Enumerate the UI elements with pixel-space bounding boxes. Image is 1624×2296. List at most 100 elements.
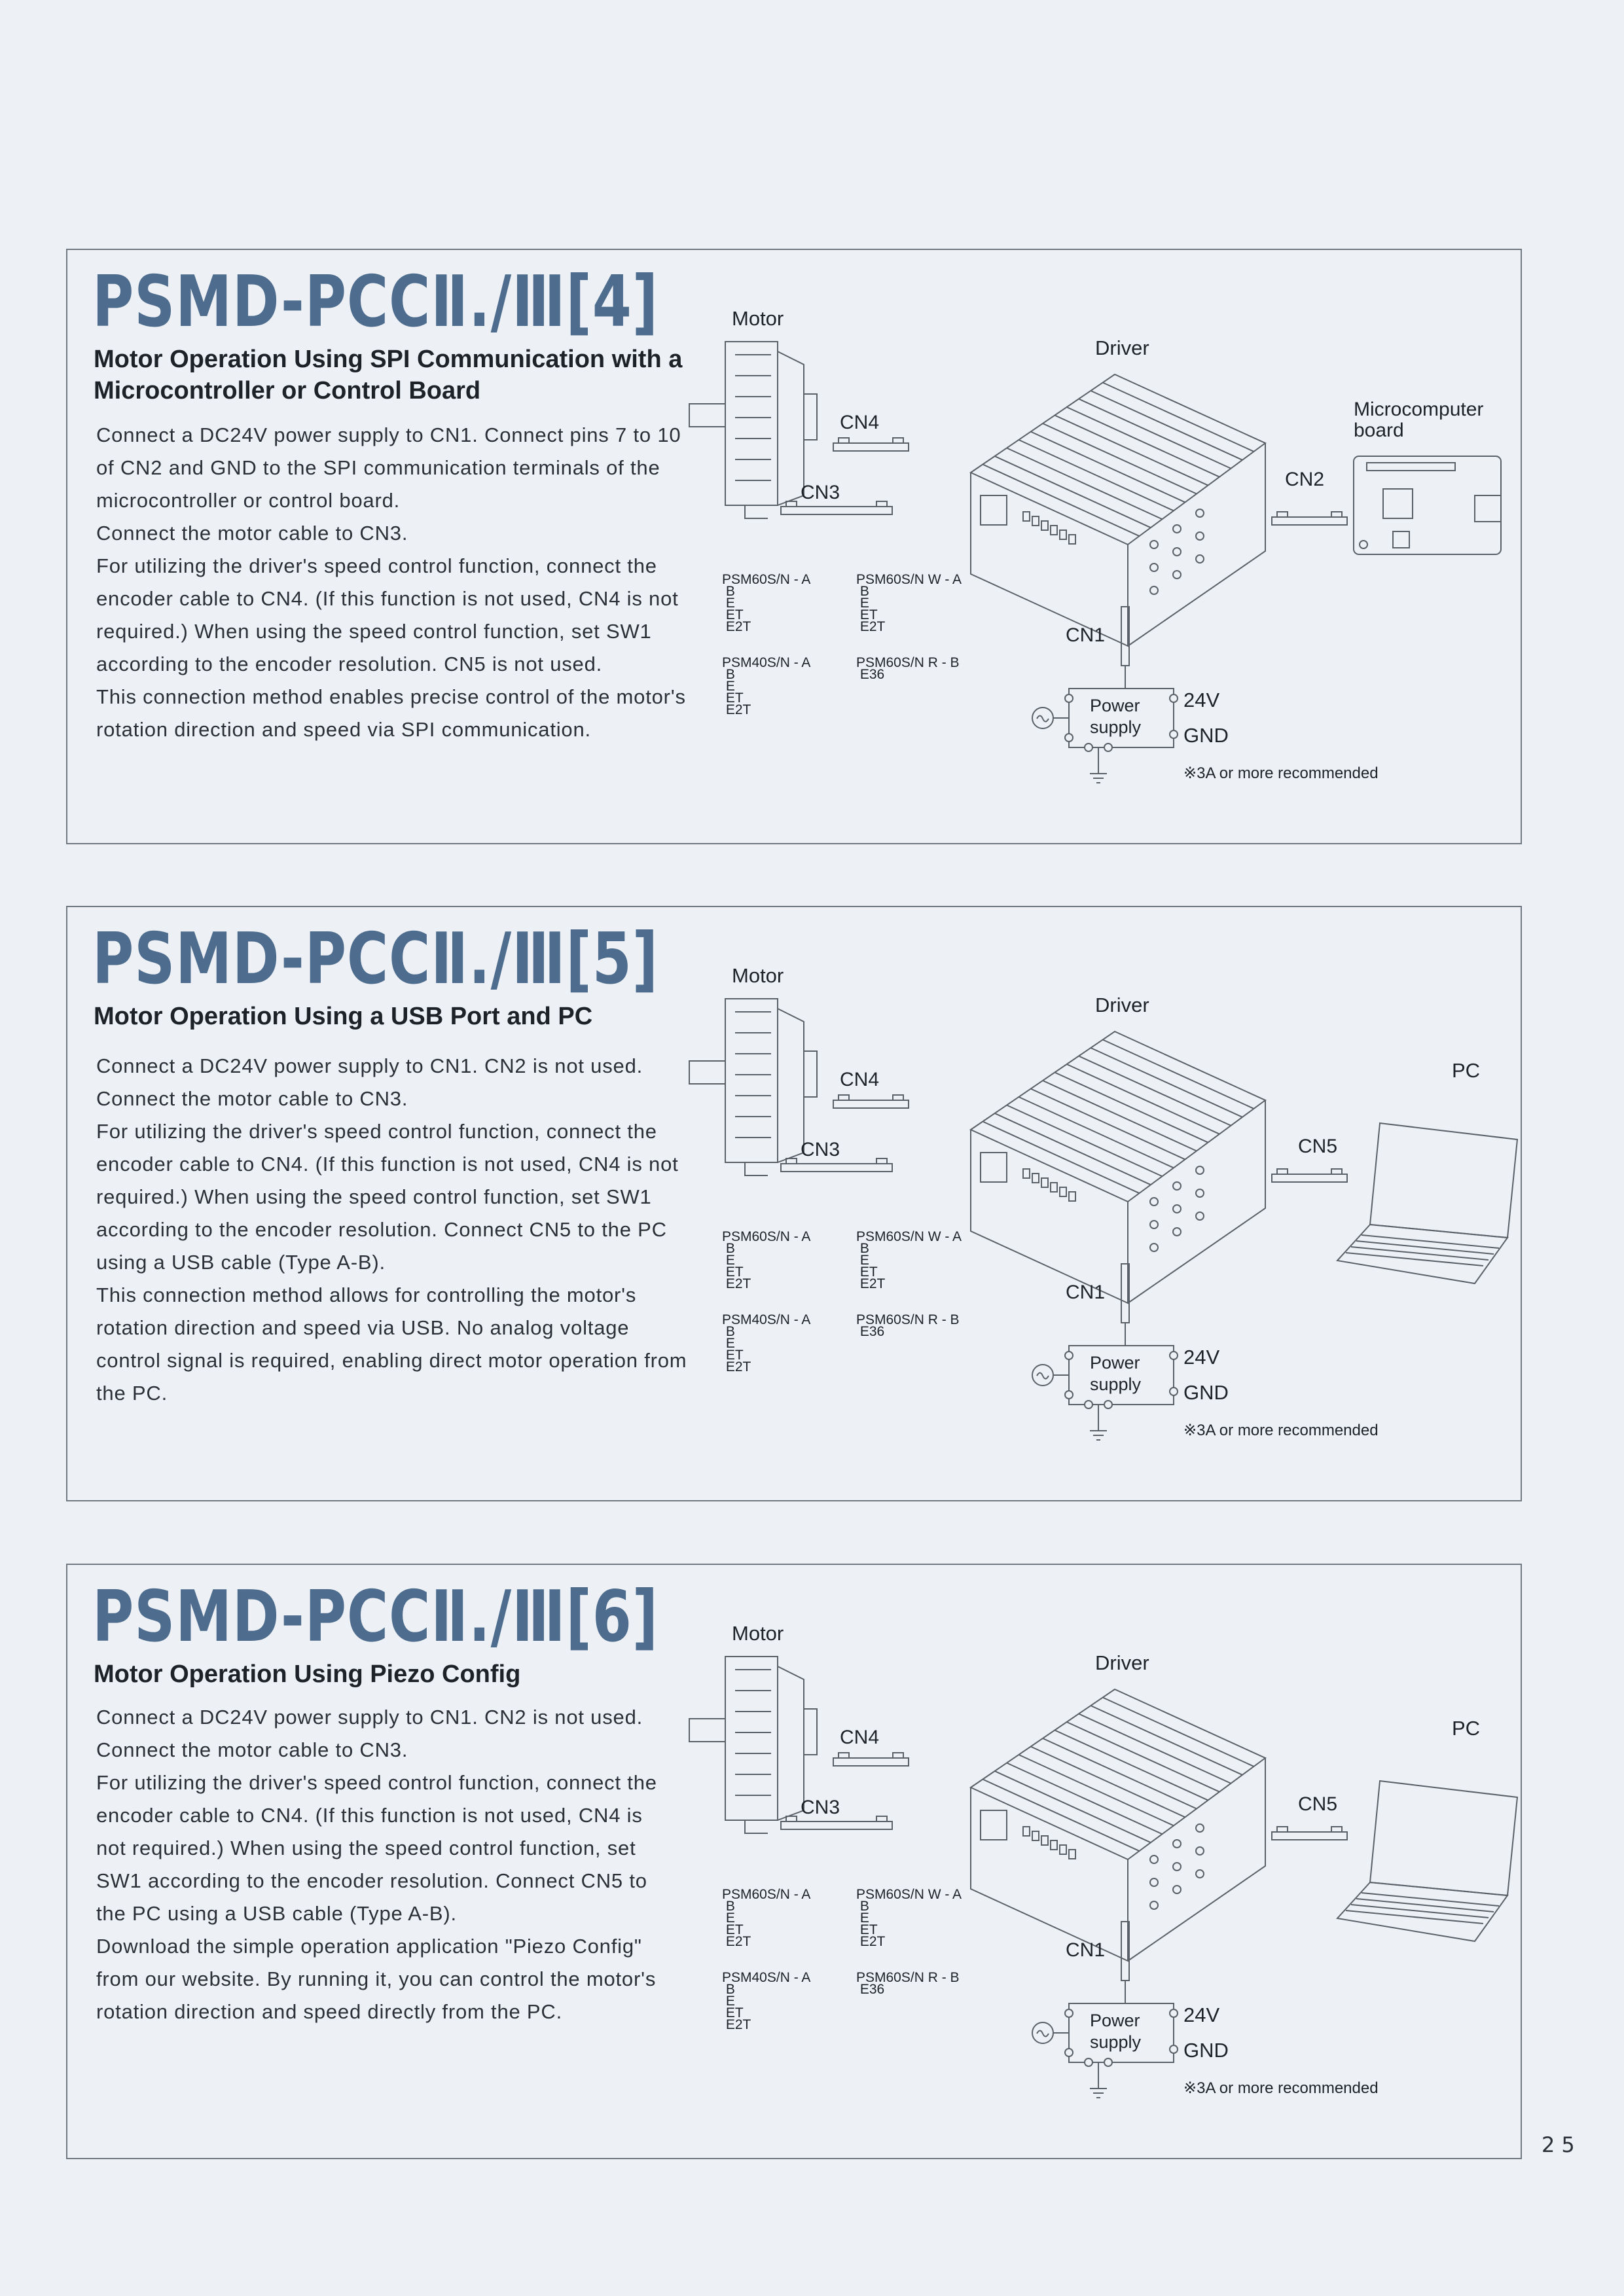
voltage-24v-label: 24V (1183, 2003, 1219, 2026)
section-panel: PSMD-PCCⅡ./Ⅲ[6] Motor Operation Using Pi… (66, 1564, 1522, 2159)
motor-shaft (689, 403, 726, 427)
model-list-psm60snr: PSM60S/N R - B E36 (856, 1312, 960, 1339)
laptop-screen (1369, 1780, 1519, 1897)
current-note: ※3A or more recommended (1183, 1422, 1379, 1439)
body-paragraph: Connect a DC24V power supply to CN1. Con… (96, 423, 681, 512)
model-list-psm60snr: PSM60S/N R - B E36 (856, 655, 960, 682)
motor-label: Motor (732, 307, 784, 330)
driver-port (980, 1810, 1007, 1840)
motor-shaft (689, 1060, 726, 1085)
body-paragraph: For utilizing the driver's speed control… (96, 1771, 657, 1925)
body-paragraph: This connection method enables precise c… (96, 685, 686, 741)
cn3-connector (780, 1158, 893, 1172)
driver-top (969, 1030, 1267, 1203)
voltage-24v-label: 24V (1183, 689, 1219, 711)
cn4-label: CN4 (840, 1069, 879, 1090)
section-subtitle: Motor Operation Using a USB Port and PC (94, 1003, 593, 1030)
model-list-psm60snw: PSM60S/N W - A B E ET E2T (856, 1887, 962, 1949)
target-label: PC (1452, 1059, 1480, 1082)
power-supply-box (1032, 2003, 1178, 2098)
section-subtitle: Motor Operation Using Piezo Config (94, 1660, 521, 1688)
cn1-label: CN1 (1066, 1282, 1105, 1303)
motor-drawing (689, 1656, 818, 1834)
body-paragraph: Connect a DC24V power supply to CN1. CN2… (96, 1054, 643, 1110)
model-list-psm40sn: PSM40S/N - A B E ET E2T (722, 1970, 810, 2032)
cn1-connector (1121, 1921, 1130, 2003)
cn4-connector (833, 437, 909, 452)
output-port-connector (1271, 1168, 1348, 1183)
cn1-label: CN1 (1066, 624, 1105, 646)
cn1-label: CN1 (1066, 1939, 1105, 1961)
driver-drawing (969, 373, 1267, 647)
cn1-connector (1121, 606, 1130, 689)
laptop-keyboard (1336, 1881, 1509, 1943)
cn3-label: CN3 (801, 1139, 840, 1160)
driver-side (1127, 1758, 1266, 1962)
section-title: PSMD-PCCⅡ./Ⅲ[5] (92, 918, 659, 1000)
power-supply-box (1032, 688, 1178, 783)
section-panel: PSMD-PCCⅡ./Ⅲ[5] Motor Operation Using a … (66, 906, 1522, 1501)
current-note: ※3A or more recommended (1183, 764, 1379, 782)
model-list-psm60snw: PSM60S/N W - A B E ET E2T (856, 1229, 962, 1291)
model-list-psm60snw: PSM60S/N W - A B E ET E2T (856, 572, 962, 634)
section-title: PSMD-PCCⅡ./Ⅲ[6] (92, 1576, 659, 1658)
motor-drawing (689, 341, 818, 519)
body-paragraph: Download the simple operation applicatio… (96, 1935, 657, 2023)
body-paragraph: For utilizing the driver's speed control… (96, 1120, 679, 1274)
model-list-psm40sn: PSM40S/N - A B E ET E2T (722, 1312, 810, 1374)
cn3-label: CN3 (801, 482, 840, 503)
output-port-connector (1271, 1826, 1348, 1840)
section-panel: PSMD-PCCⅡ./Ⅲ[4] Motor Operation Using SP… (66, 249, 1522, 844)
cn3-connector (780, 501, 893, 515)
cn3-label: CN3 (801, 1797, 840, 1818)
body-paragraph: This connection method allows for contro… (96, 1283, 687, 1405)
model-list-psm60sn: PSM60S/N - A B E ET E2T (722, 1229, 810, 1291)
model-list-psm40sn: PSM40S/N - A B E ET E2T (722, 655, 810, 717)
laptop (1336, 1780, 1519, 1943)
section-subtitle: Motor Operation Using SPI Communication … (94, 346, 683, 404)
driver-label: Driver (1095, 336, 1149, 359)
body-paragraph: For utilizing the driver's speed control… (96, 554, 679, 675)
motor-shaft (689, 1718, 726, 1742)
body-paragraph: Connect the motor cable to CN3. (96, 522, 408, 545)
gnd-label: GND (1183, 724, 1229, 747)
driver-label: Driver (1095, 1651, 1149, 1674)
driver-side (1127, 1100, 1266, 1304)
driver-drawing (969, 1688, 1267, 1962)
driver-side (1127, 443, 1266, 647)
page-number: 25 (1542, 2132, 1581, 2157)
output-port-label: CN5 (1298, 1136, 1337, 1157)
driver-drawing (969, 1030, 1267, 1304)
driver-front (970, 1787, 1128, 1962)
output-port-label: CN2 (1285, 469, 1324, 490)
laptop-screen (1369, 1122, 1519, 1239)
driver-front (970, 473, 1128, 647)
section-title: PSMD-PCCⅡ./Ⅲ[4] (92, 261, 659, 343)
model-list-psm60snr: PSM60S/N R - B E36 (856, 1970, 960, 1997)
cn4-connector (833, 1094, 909, 1109)
driver-label: Driver (1095, 994, 1149, 1016)
power-supply-box (1032, 1345, 1178, 1441)
laptop-keyboard (1336, 1223, 1509, 1285)
cn4-label: CN4 (840, 1727, 879, 1748)
motor-label: Motor (732, 1622, 784, 1645)
section-body: Connect a DC24V power supply to CN1. Con… (96, 419, 689, 746)
output-port-label: CN5 (1298, 1793, 1337, 1815)
gnd-label: GND (1183, 1381, 1229, 1404)
gnd-label: GND (1183, 2039, 1229, 2062)
motor-label: Motor (732, 964, 784, 987)
driver-port (980, 1152, 1007, 1183)
section-body: Connect a DC24V power supply to CN1. CN2… (96, 1701, 659, 2028)
current-note: ※3A or more recommended (1183, 2079, 1379, 2097)
target-label: PC (1452, 1717, 1480, 1740)
model-list-psm60sn: PSM60S/N - A B E ET E2T (722, 1887, 810, 1949)
body-paragraph: Connect a DC24V power supply to CN1. CN2… (96, 1706, 643, 1761)
voltage-24v-label: 24V (1183, 1346, 1219, 1369)
